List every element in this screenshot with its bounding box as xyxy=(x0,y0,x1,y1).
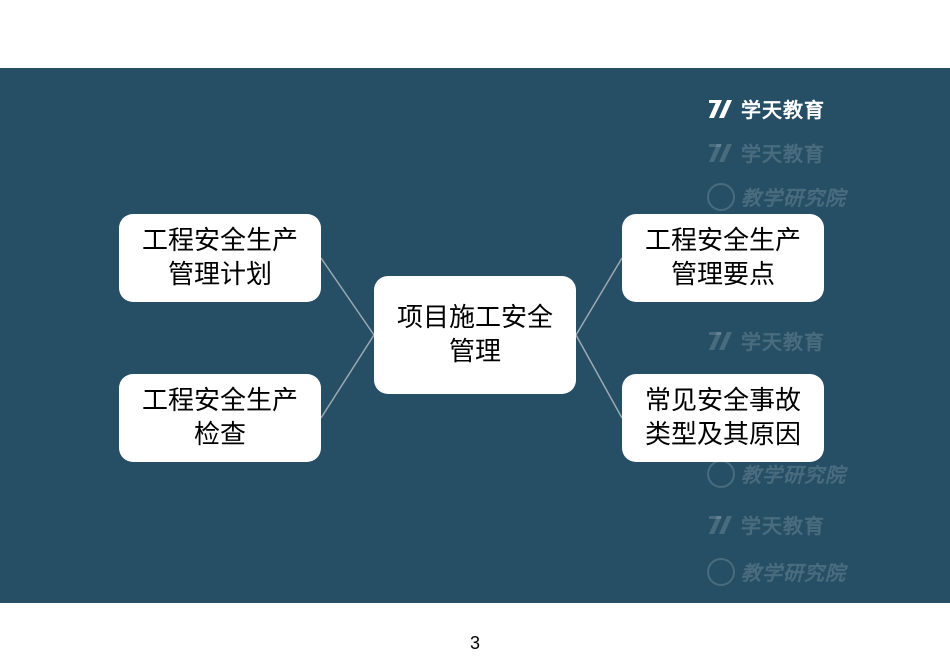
watermark-seal: 教学研究院 xyxy=(707,557,846,586)
branch-node-line: 类型及其原因 xyxy=(644,420,801,450)
brand-slash-icon xyxy=(709,99,732,118)
branch-node-line: 常见安全事故 xyxy=(644,386,801,416)
branch-node-line: 管理要点 xyxy=(670,260,775,290)
branch-node-top-right: 工程安全生产 管理要点 xyxy=(622,214,824,302)
watermark-brand: 学天教育 xyxy=(707,510,825,539)
watermark-seal-text: 教学研究院 xyxy=(741,561,846,585)
seal-emblem-icon xyxy=(707,557,735,586)
watermark-brand: 学天教育 xyxy=(707,138,825,167)
branch-node-line: 管理计划 xyxy=(167,260,272,290)
watermark-brand: 学天教育 xyxy=(707,326,825,355)
watermark-seal: 教学研究院 xyxy=(707,182,846,211)
branch-node-bottom-right: 常见安全事故 类型及其原因 xyxy=(622,374,824,462)
seal-emblem-icon xyxy=(707,182,735,211)
connector-top-right xyxy=(575,257,623,336)
watermark-brand-text: 学天教育 xyxy=(741,330,825,354)
watermark-brand-text: 学天教育 xyxy=(741,514,825,538)
watermark-brand-text: 学天教育 xyxy=(741,142,825,166)
center-node-line: 管理 xyxy=(448,337,501,367)
page-number: 3 xyxy=(469,633,480,653)
branch-node-bottom-left: 工程安全生产 检查 xyxy=(119,374,321,462)
watermark-seal: 教学研究院 xyxy=(707,459,846,488)
connector-bottom-left xyxy=(320,334,375,419)
branch-node-line: 工程安全生产 xyxy=(141,386,298,416)
branch-node-line: 工程安全生产 xyxy=(644,226,801,256)
brand-logo: 学天教育 xyxy=(707,94,825,123)
connector-bottom-right xyxy=(575,334,623,419)
center-node: 项目施工安全 管理 xyxy=(374,276,576,394)
brand-slash-icon xyxy=(709,515,732,534)
brand-text: 学天教育 xyxy=(741,98,825,122)
branch-node-top-left: 工程安全生产 管理计划 xyxy=(119,214,321,302)
center-node-line: 项目施工安全 xyxy=(396,303,553,333)
brand-slash-icon xyxy=(709,331,732,350)
branch-node-line: 检查 xyxy=(193,420,246,450)
connector-top-left xyxy=(320,257,375,336)
watermark-seal-text: 教学研究院 xyxy=(741,463,846,487)
brand-slash-icon xyxy=(709,143,732,162)
branch-node-line: 工程安全生产 xyxy=(141,226,298,256)
watermark-seal-text: 教学研究院 xyxy=(741,186,846,210)
